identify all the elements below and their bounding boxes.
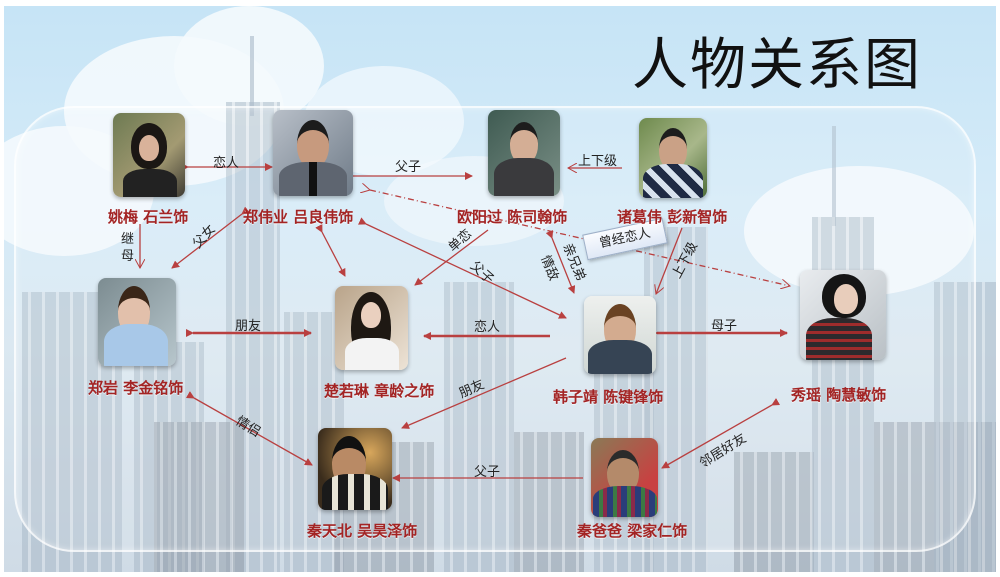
portrait-photo <box>591 438 658 517</box>
portrait-photo <box>800 270 886 360</box>
relation-label-lovers: 恋人 <box>213 156 240 171</box>
relation-label-father-son: 父子 <box>395 160 422 175</box>
relation-label-mother-son: 母子 <box>711 319 738 334</box>
character-ouyangguo[interactable]: 欧阳过 陈司翰饰 <box>457 110 567 226</box>
character-zhengweiye[interactable]: 郑伟业 吕良伟饰 <box>243 110 353 226</box>
character-name: 秦天北 吴昊泽饰 <box>307 522 418 540</box>
character-name: 韩子靖 陈键锋饰 <box>553 388 664 406</box>
portrait-photo <box>318 428 392 510</box>
character-zhengyan[interactable]: 郑岩 李金铭饰 <box>88 278 183 397</box>
portrait-photo <box>113 113 185 197</box>
portrait-photo <box>98 278 176 366</box>
character-name: 姚梅 石兰饰 <box>108 208 189 226</box>
character-name: 郑岩 李金铭饰 <box>88 379 184 397</box>
tower-spire <box>832 126 836 226</box>
character-qinbaba[interactable]: 秦爸爸 梁家仁饰 <box>577 438 687 540</box>
character-hanzijing[interactable]: 韩子靖 陈键锋饰 <box>553 296 663 406</box>
relation-label-friends: 朋友 <box>235 319 262 334</box>
character-name: 楚若琳 章龄之饰 <box>324 382 435 400</box>
character-zhugewei[interactable]: 诸葛伟 彭新智饰 <box>617 118 727 226</box>
tower-spire <box>250 36 254 116</box>
portrait-photo <box>273 110 353 196</box>
character-qintianbei[interactable]: 秦天北 吴昊泽饰 <box>307 428 417 540</box>
character-name: 秦爸爸 梁家仁饰 <box>577 522 688 540</box>
character-xiuyao[interactable]: 秀瑶 陶慧敏饰 <box>791 270 886 404</box>
portrait-photo <box>639 118 707 198</box>
character-yaomei[interactable]: 姚梅 石兰饰 <box>108 113 188 226</box>
relation-label-stepmother: 母 <box>121 249 135 264</box>
building <box>226 102 280 572</box>
character-name: 欧阳过 陈司翰饰 <box>457 208 568 226</box>
character-churuolin[interactable]: 楚若琳 章龄之饰 <box>324 286 434 400</box>
page-title: 人物关系图 <box>632 33 922 98</box>
building <box>514 432 584 572</box>
relation-label-superior: 上下级 <box>578 154 618 169</box>
character-name: 秀瑶 陶慧敏饰 <box>791 386 887 404</box>
relation-label-lovers: 恋人 <box>474 320 501 335</box>
character-name: 郑伟业 吕良伟饰 <box>243 208 354 226</box>
portrait-photo <box>584 296 656 374</box>
portrait-photo <box>335 286 408 370</box>
portrait-photo <box>488 110 560 196</box>
character-name: 诸葛伟 彭新智饰 <box>617 208 728 226</box>
building <box>444 282 514 572</box>
building <box>734 452 814 572</box>
relation-label-father-son: 父子 <box>474 465 501 480</box>
relation-label-stepmother: 继 <box>121 232 135 247</box>
